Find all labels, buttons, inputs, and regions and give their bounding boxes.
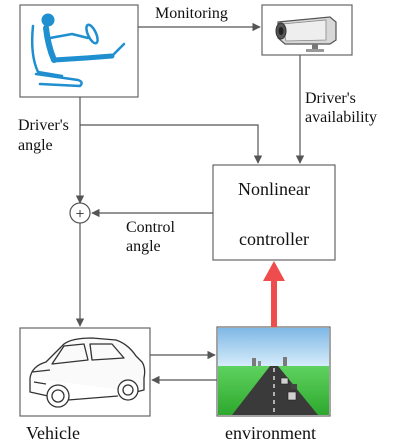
driver-box	[19, 4, 139, 98]
camera-box	[261, 4, 353, 56]
drivers-availability-label-line2: availability	[305, 109, 377, 126]
control-angle-label-line2: angle	[126, 238, 161, 255]
controller-box-border	[212, 164, 336, 261]
drivers-angle-label-line2: angle	[18, 137, 53, 154]
environment-label: environment	[225, 423, 316, 443]
summing-junction: +	[69, 202, 91, 224]
drivers-angle-label-line1: Driver's	[18, 117, 69, 134]
driver-box-border	[19, 4, 139, 98]
driver-to-controller-arrow	[80, 124, 263, 164]
camera-icon	[275, 16, 337, 52]
vehicle-label: Vehicle	[26, 423, 80, 443]
vehicle-box	[19, 327, 151, 417]
road-scene-icon	[218, 328, 329, 415]
controller-box: Nonlinear controller	[212, 164, 336, 261]
feedback-arrow	[263, 261, 285, 327]
car-icon	[29, 337, 146, 408]
driver-seated-icon	[30, 13, 126, 88]
controller-label-line1: Nonlinear	[238, 179, 310, 199]
environment-box	[216, 326, 331, 417]
control-angle-label-line1: Control	[126, 219, 175, 236]
monitoring-label: Monitoring	[155, 5, 228, 22]
drivers-availability-label-line1: Driver's	[305, 90, 356, 107]
sum-symbol: +	[75, 206, 84, 223]
controller-label-line2: controller	[239, 229, 309, 249]
